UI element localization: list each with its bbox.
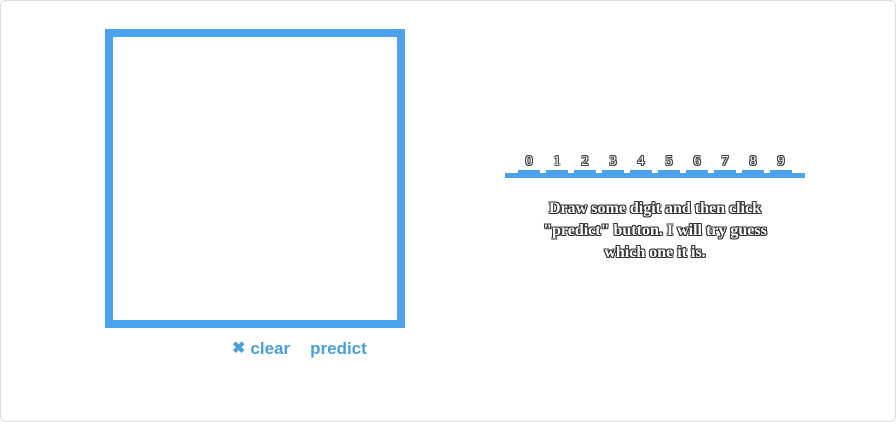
predict-label: predict [310,339,367,358]
digit-label-8: 8 [749,154,757,169]
close-icon: ✖ [232,340,246,357]
digit-label-1: 1 [553,154,561,169]
digit-bar-2 [574,170,596,173]
prediction-bars: 0 1 2 3 4 5 6 7 8 9 [505,148,805,178]
digit-bar-4 [630,170,652,173]
instruction-message: Draw some digit and then click "predict"… [505,198,805,264]
digit-label-5: 5 [665,154,673,169]
digit-label-3: 3 [609,154,617,169]
digit-bar-0 [518,170,540,173]
digit-label-6: 6 [693,154,701,169]
drawing-canvas[interactable] [105,29,405,328]
digit-label-4: 4 [637,154,645,169]
prediction-baseline [505,173,805,178]
digit-label-7: 7 [721,154,729,169]
digit-label-2: 2 [581,154,589,169]
digit-bar-6 [686,170,708,173]
digit-bar-9 [770,170,792,173]
digit-bar-3 [602,170,624,173]
canvas-controls: ✖ clear predict [232,339,367,359]
instruction-line: Draw some digit and then click [549,200,761,217]
digit-bar-5 [658,170,680,173]
instruction-line: "predict" button. I will try guess [543,222,767,239]
digit-bar-1 [546,170,568,173]
predict-button[interactable]: predict [310,339,367,359]
clear-button[interactable]: ✖ clear [232,339,290,359]
digit-bar-7 [714,170,736,173]
digit-label-9: 9 [777,154,785,169]
clear-label: clear [250,339,291,358]
digit-label-0: 0 [525,154,533,169]
digit-bar-8 [742,170,764,173]
instruction-line: which one it is. [604,244,706,261]
